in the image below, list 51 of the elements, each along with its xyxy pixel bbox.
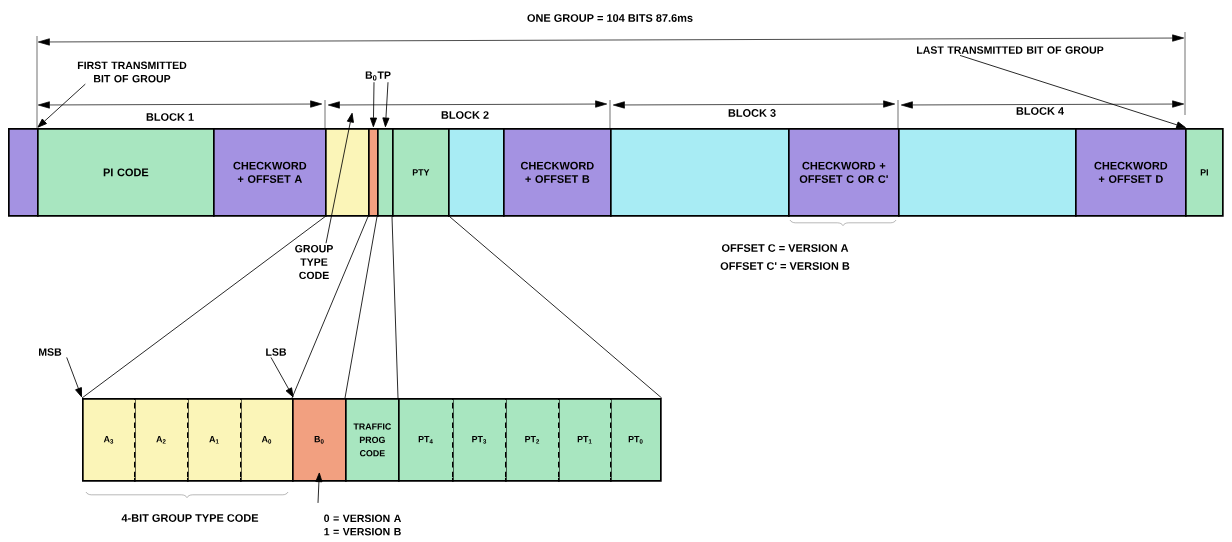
callout-text: B$_{0}$TP — [365, 71, 391, 81]
bit-box: PT$_{4}$ — [398, 398, 454, 482]
note-text: OFFSET C = VERSION A — [720, 242, 850, 254]
callout-text: GROUP TYPE CODE — [295, 244, 333, 280]
bit-box: PT$_{3}$ — [452, 398, 507, 482]
leader-arrow — [382, 81, 390, 128]
field-box: CHECKWORD + OFFSET B — [503, 128, 612, 217]
bit-box: A$_{1}$ — [187, 398, 242, 482]
callout-text: LAST TRANSMITTED BIT OF GROUP — [917, 46, 1104, 54]
leader-arrow — [325, 112, 354, 244]
leader-arrow — [66, 357, 82, 398]
projection-line — [291, 216, 369, 399]
dimension-label: BLOCK 2 — [439, 109, 491, 121]
callout-text: LSB — [266, 348, 287, 356]
bit-box: A$_{3}$ — [82, 398, 136, 482]
projection-line — [391, 216, 399, 399]
projection-line — [449, 216, 663, 399]
leader-arrow — [270, 357, 294, 398]
field-box — [898, 128, 1077, 217]
dimension-label: ONE GROUP = 104 BITS 87.6ms — [525, 12, 695, 24]
bit-box: TRAFFIC PROG CODE — [345, 398, 400, 482]
field-box: PI CODE — [37, 128, 215, 217]
field-box: CHECKWORD + OFFSET D — [1075, 128, 1187, 217]
callout-text: 0 = VERSION A 1 = VERSION B — [324, 514, 402, 536]
note-text: OFFSET C' = VERSION B — [718, 260, 852, 272]
field-box: PI — [1185, 128, 1224, 217]
leader-arrow — [369, 81, 378, 128]
field-box — [325, 128, 370, 217]
leader-arrow — [959, 55, 1186, 129]
bit-box: PT$_{1}$ — [558, 398, 612, 482]
bit-box: PT$_{2}$ — [505, 398, 560, 482]
callout-text: FIRST TRANSMITTED BIT OF GROUP — [77, 61, 187, 83]
field-box — [377, 128, 394, 217]
projection-line — [81, 216, 326, 399]
callout-text: MSB — [39, 348, 62, 356]
bit-box: A$_{0}$ — [240, 398, 294, 482]
field-box — [8, 128, 39, 217]
leader-arrow — [37, 83, 86, 128]
field-box: CHECKWORD + OFFSET C OR C' — [788, 128, 900, 217]
dimension-label: BLOCK 1 — [144, 111, 196, 123]
bit-box: A$_{2}$ — [134, 398, 189, 482]
dimension-label: BLOCK 3 — [726, 107, 778, 119]
field-box — [610, 128, 790, 217]
field-box: CHECKWORD + OFFSET A — [213, 128, 327, 217]
note-text: 4-BIT GROUP TYPE CODE — [120, 512, 260, 524]
leader-arrow — [315, 472, 323, 504]
bit-box: PT$_{0}$ — [610, 398, 662, 482]
field-box — [448, 128, 505, 217]
dimension-label: BLOCK 4 — [1014, 105, 1066, 117]
projection-line — [344, 216, 378, 399]
bit-box: B$_{0}$ — [292, 398, 347, 482]
